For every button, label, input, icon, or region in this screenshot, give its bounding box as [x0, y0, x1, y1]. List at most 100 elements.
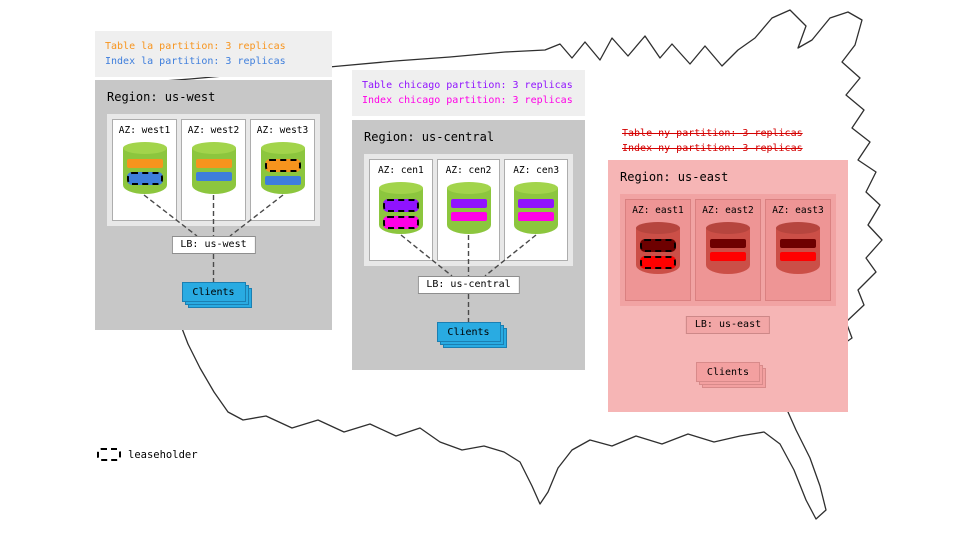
leaseholder-swatch-icon: [97, 448, 121, 461]
replica-stripes: [710, 239, 746, 261]
legend: leaseholder: [97, 448, 198, 461]
replica-stripes: [126, 159, 163, 185]
index-replica-stripe: [195, 172, 232, 181]
clients-card: Clients: [696, 362, 760, 382]
region-us-central: Region: us-central AZ: cen1 AZ: cen2: [352, 120, 585, 370]
index-replica-leaseholder-stripe: [382, 216, 419, 229]
region-us-west: Region: us-west AZ: west1 AZ: west2: [95, 80, 332, 330]
table-replica-stripe: [195, 159, 232, 168]
table-replica-stripe: [450, 199, 487, 208]
index-replica-stripe: [780, 252, 816, 261]
region-title: Region: us-west: [107, 90, 216, 104]
table-replica-leaseholder-stripe: [382, 199, 419, 212]
database-cylinder: [776, 222, 820, 274]
database-cylinder: [378, 182, 423, 234]
az-strip: AZ: west1 AZ: west2: [107, 114, 320, 226]
clients-label: Clients: [706, 366, 750, 378]
database-cylinder: [636, 222, 680, 274]
index-replica-stripe: [710, 252, 746, 261]
database-cylinder: [706, 222, 750, 274]
cylinder-top: [378, 182, 423, 194]
index-replica-stripe: [518, 212, 555, 221]
annotation-us-west: Table la partition: 3 replicas Index la …: [95, 31, 332, 77]
az-box-west1: AZ: west1: [112, 119, 177, 221]
lb-box: LB: us-central: [417, 276, 520, 294]
table-replica-stripe: [126, 159, 163, 168]
annotation-line-table-ny: Table ny partition: 3 replicas: [622, 128, 803, 139]
replica-stripes: [450, 199, 487, 221]
replica-stripes: [264, 159, 301, 185]
lb-box: LB: us-east: [685, 316, 771, 334]
cylinder-body: [191, 148, 236, 194]
table-replica-leaseholder-stripe: [264, 159, 301, 172]
cylinder-top: [636, 222, 680, 234]
region-us-east: Region: us-east AZ: east1 AZ: east2: [608, 160, 848, 412]
clients-box: Clients: [696, 362, 766, 388]
az-label: AZ: west1: [118, 125, 171, 136]
cylinder-top: [446, 182, 491, 194]
cylinder-body: [446, 188, 491, 234]
clients-box: Clients: [181, 282, 252, 308]
clients-card: Clients: [181, 282, 246, 302]
az-label: AZ: east3: [772, 205, 824, 216]
cylinder-top: [260, 142, 305, 154]
lb-box: LB: us-west: [171, 236, 256, 254]
annotation-line-index-chicago: Index chicago partition: 3 replicas: [362, 95, 573, 106]
cylinder-top: [706, 222, 750, 234]
az-box-east1: AZ: east1: [625, 199, 691, 301]
az-box-cen1: AZ: cen1: [369, 159, 433, 261]
database-cylinder: [122, 142, 167, 194]
az-label: AZ: cen3: [513, 165, 560, 176]
cylinder-top: [776, 222, 820, 234]
database-cylinder: [260, 142, 305, 194]
table-replica-stripe: [710, 239, 746, 248]
replica-stripes: [780, 239, 816, 261]
annotation-us-east: Table ny partition: 3 replicas Index ny …: [612, 118, 852, 164]
replica-stripes: [518, 199, 555, 221]
az-box-east2: AZ: east2: [695, 199, 761, 301]
az-label: AZ: west3: [256, 125, 309, 136]
cylinder-body: [122, 148, 167, 194]
az-label: AZ: east2: [702, 205, 754, 216]
database-cylinder: [514, 182, 559, 234]
index-replica-leaseholder-stripe: [640, 256, 676, 269]
replica-stripes: [382, 199, 419, 229]
region-title: Region: us-central: [364, 130, 495, 144]
cylinder-body: [776, 228, 820, 274]
annotation-line-index-la: Index la partition: 3 replicas: [105, 56, 286, 67]
annotation-line-index-ny: Index ny partition: 3 replicas: [622, 143, 803, 154]
cylinder-body: [514, 188, 559, 234]
replica-stripes: [640, 239, 676, 269]
cylinder-body: [706, 228, 750, 274]
table-replica-stripe: [518, 199, 555, 208]
az-strip: AZ: cen1 AZ: cen2: [364, 154, 573, 266]
az-label: AZ: east1: [632, 205, 684, 216]
cylinder-top: [514, 182, 559, 194]
index-replica-stripe: [450, 212, 487, 221]
az-box-east3: AZ: east3: [765, 199, 831, 301]
replica-stripes: [195, 159, 232, 181]
annotation-us-central: Table chicago partition: 3 replicas Inde…: [352, 70, 585, 116]
region-title: Region: us-east: [620, 170, 729, 184]
az-box-west3: AZ: west3: [250, 119, 315, 221]
table-replica-leaseholder-stripe: [640, 239, 676, 252]
az-strip: AZ: east1 AZ: east2: [620, 194, 836, 306]
az-label: AZ: cen1: [377, 165, 424, 176]
annotation-line-table-chicago: Table chicago partition: 3 replicas: [362, 80, 573, 91]
az-label: AZ: west2: [187, 125, 240, 136]
clients-box: Clients: [436, 322, 507, 348]
annotation-line-table-la: Table la partition: 3 replicas: [105, 41, 286, 52]
cylinder-top: [191, 142, 236, 154]
legend-label: leaseholder: [128, 448, 198, 461]
clients-card: Clients: [436, 322, 501, 342]
database-cylinder: [446, 182, 491, 234]
database-cylinder: [191, 142, 236, 194]
table-replica-stripe: [780, 239, 816, 248]
az-box-cen2: AZ: cen2: [436, 159, 501, 261]
az-label: AZ: cen2: [445, 165, 492, 176]
az-box-cen3: AZ: cen3: [504, 159, 569, 261]
clients-label: Clients: [192, 286, 235, 298]
index-replica-stripe: [264, 176, 301, 185]
clients-label: Clients: [447, 326, 490, 338]
cylinder-top: [122, 142, 167, 154]
